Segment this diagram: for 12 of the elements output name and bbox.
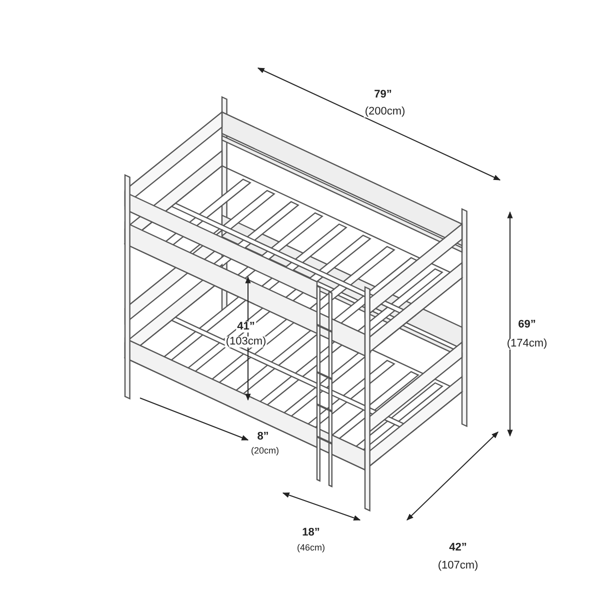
metric-dimension-label: (46cm) [296, 544, 326, 552]
metric-dimension-label: (20cm) [250, 446, 280, 456]
metric-dimension-label: (107cm) [436, 560, 480, 572]
dimension-label: 18” [301, 528, 321, 538]
dimension-label: 41” [236, 322, 256, 332]
metric-dimension-label: (200cm) [364, 106, 406, 118]
dimension-label: 79” [373, 90, 393, 100]
metric-dimension-label: (103cm) [224, 336, 268, 348]
dimension-label: 8” [256, 432, 270, 442]
dimension-label: 42” [448, 542, 468, 554]
dimension-label: 69” [517, 320, 537, 330]
metric-dimension-label: (174cm) [506, 338, 548, 350]
